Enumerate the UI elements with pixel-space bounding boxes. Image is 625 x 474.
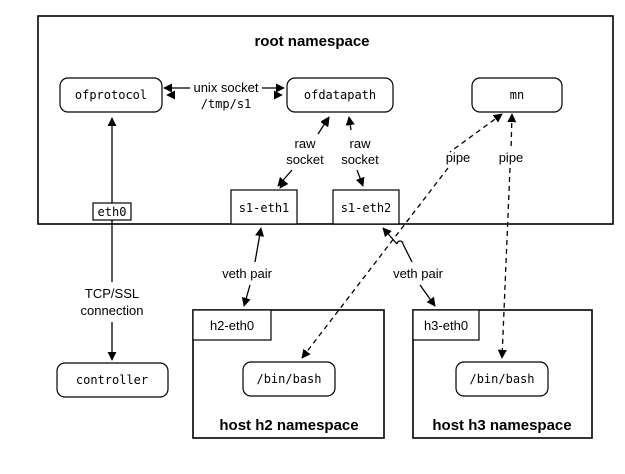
pipe-right-arrow-top — [507, 113, 517, 151]
host-h3-namespace-title: host h3 namespace — [432, 417, 571, 434]
pipe-right-label: pipe — [499, 150, 524, 165]
ofprotocol-label: ofprotocol — [75, 88, 147, 102]
pipe-left-label: pipe — [446, 150, 471, 165]
raw-socket-right-label-2: socket — [341, 152, 379, 167]
pipe-right-arrow-bottom — [497, 167, 511, 359]
unix-socket-path-label: /tmp/s1 — [201, 97, 252, 111]
raw-socket-left-arrow-bottom — [277, 169, 293, 187]
h2-eth0-box — [192, 309, 272, 341]
ofdatapath-box — [286, 77, 394, 113]
veth-right-crossover — [396, 240, 404, 245]
veth-right-arrow-top — [383, 228, 413, 263]
host-h2-namespace-title: host h2 namespace — [219, 417, 358, 434]
raw-socket-right-label-1: raw — [350, 136, 372, 151]
raw-socket-right-arrow-bottom — [355, 169, 365, 187]
veth-left-arrow-bottom — [241, 284, 251, 307]
ofdatapath-label: ofdatapath — [304, 88, 376, 102]
pipe-left-arrow-bottom — [301, 167, 449, 359]
raw-socket-left-arrow-top — [317, 116, 330, 135]
controller-label: controller — [76, 373, 148, 387]
tcp-ssl-label: TCP/SSL — [85, 286, 139, 301]
h2-eth0-label: h2-eth0 — [210, 318, 254, 333]
eth0-label: eth0 — [98, 205, 127, 219]
ofprotocol-box — [59, 77, 163, 113]
mn-box — [471, 77, 563, 113]
h3-bash-box — [455, 361, 549, 397]
unix-socket-label: unix socket — [193, 80, 258, 95]
h2-bash-box — [242, 361, 336, 397]
mn-label: mn — [510, 88, 524, 102]
veth-right-label: veth pair — [393, 266, 444, 281]
h3-bash-label: /bin/bash — [469, 372, 534, 386]
s1-eth2-box — [332, 189, 400, 225]
s1-eth1-box — [230, 189, 298, 225]
s1-eth1-label: s1-eth1 — [239, 201, 290, 215]
root-namespace-title: root namespace — [254, 33, 369, 50]
controller-box — [56, 362, 169, 398]
veth-right-arrow-bottom — [419, 284, 436, 307]
veth-left-arrow-top — [254, 227, 265, 263]
veth-left-label: veth pair — [222, 266, 273, 281]
raw-socket-right-arrow-top — [345, 116, 355, 131]
raw-socket-left-label-1: raw — [295, 136, 317, 151]
h3-eth0-box — [412, 309, 480, 341]
h3-eth0-label: h3-eth0 — [424, 318, 468, 333]
s1-eth2-label: s1-eth2 — [341, 201, 392, 215]
pipe-left-arrow-top — [449, 113, 503, 153]
h2-bash-label: /bin/bash — [256, 372, 321, 386]
raw-socket-left-label-2: socket — [286, 152, 324, 167]
connection-label: connection — [81, 303, 144, 318]
